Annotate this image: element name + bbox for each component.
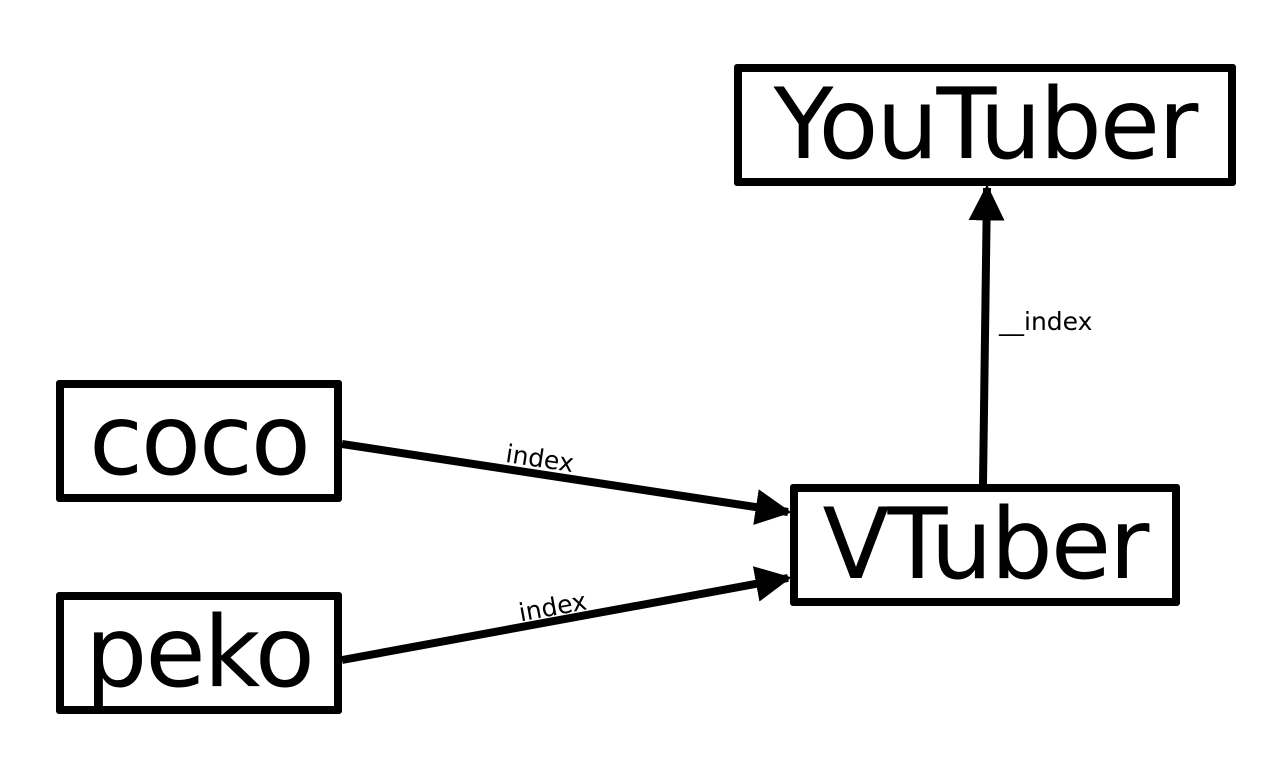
node-youtuber: YouTuber [734, 64, 1236, 186]
node-label-coco: coco [89, 384, 311, 498]
edge-coco-to-vtuber [341, 440, 792, 525]
edge-peko-to-vtuber [341, 566, 792, 664]
node-label-peko: peko [85, 596, 315, 710]
node-vtuber: VTuber [790, 484, 1180, 606]
edge-vtuber-to-youtuber [968, 184, 1005, 485]
node-label-youtuber: YouTuber [773, 68, 1199, 182]
node-label-vtuber: VTuber [822, 488, 1150, 602]
edge-label-vtuber-to-youtuber: __index [998, 307, 1092, 336]
node-peko: peko [56, 592, 342, 714]
node-coco: coco [56, 380, 342, 502]
